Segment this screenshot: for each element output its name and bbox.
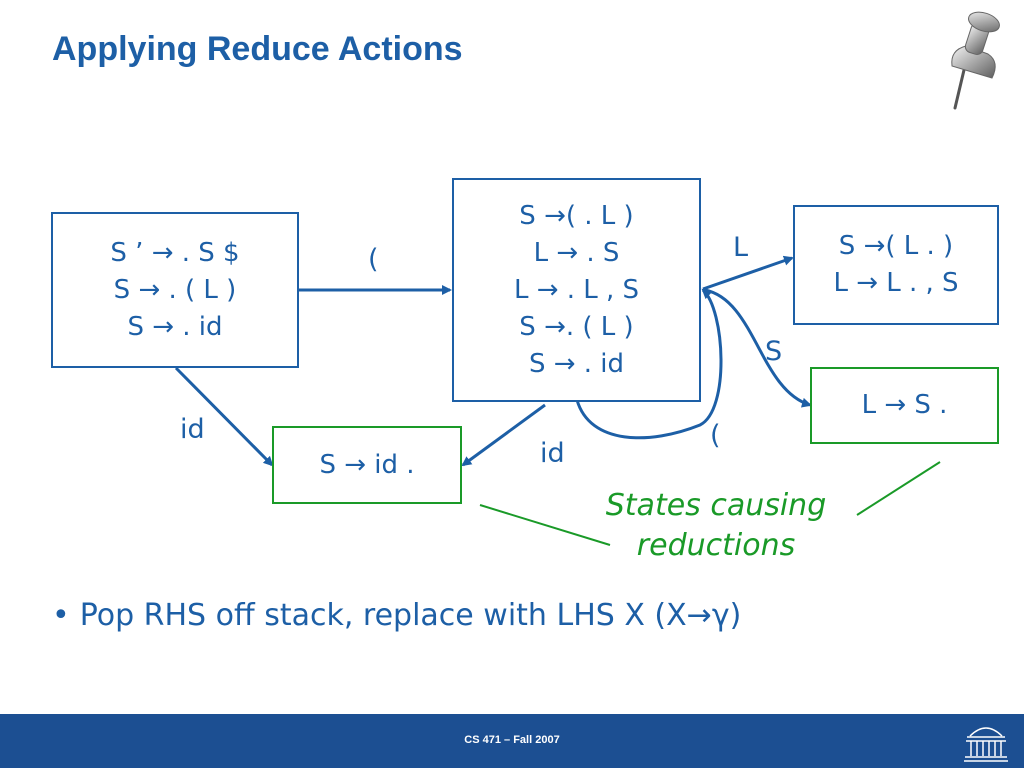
- state-s1-item: S →. ( L ): [519, 311, 634, 342]
- edge-label-s1-self: (: [710, 420, 721, 451]
- edge-s1-s3: [704, 288, 812, 408]
- state-s1-item: L → . S: [533, 237, 620, 268]
- state-s0: S ’ → . S $ S → . ( L ) S → . id: [51, 212, 299, 368]
- note-line: States causing: [605, 488, 827, 523]
- edge-s0-s4: [174, 366, 274, 467]
- edge-label-s0-s4: id: [180, 414, 205, 445]
- state-s0-item: S ’ → . S $: [110, 237, 240, 268]
- state-s2-item: S →( L . ): [838, 231, 954, 261]
- edge-s1-s4: [461, 403, 546, 467]
- bullet-text: Pop RHS off stack, replace with LHS X (X…: [79, 598, 742, 633]
- note-line: reductions: [636, 528, 796, 563]
- bullet-marker: •: [52, 598, 70, 633]
- state-s0-item: S → . ( L ): [113, 274, 237, 305]
- edge-label-s1-s2: L: [733, 232, 749, 263]
- state-s1: S →( . L ) L → . S L → . L , S S →. ( L …: [452, 178, 701, 402]
- state-s1-item: S → . id: [528, 348, 625, 379]
- pushpin-icon: [951, 11, 1000, 110]
- state-s3-item: L → S .: [861, 390, 948, 420]
- state-s4-item: S → id .: [319, 449, 415, 480]
- transition-arrows: [174, 255, 941, 546]
- state-s1-item: L → . L , S: [513, 274, 640, 305]
- edge-label-s0-s1: (: [368, 244, 379, 275]
- state-s1-item: S →( . L ): [519, 200, 634, 231]
- state-s0-item: S → . id: [127, 311, 223, 342]
- edge-label-s1-s3: S: [765, 336, 783, 367]
- callout-line-left: [479, 504, 611, 546]
- reduction-states-note: States causing reductions: [578, 486, 854, 566]
- rotunda-logo-icon: [964, 727, 1008, 762]
- footer-bar: CS 471 – Fall 2007: [0, 714, 1024, 768]
- slide-title: Applying Reduce Actions: [52, 30, 463, 68]
- edge-label-s1-s4: id: [540, 438, 565, 469]
- state-s4: S → id .: [272, 426, 462, 504]
- bullet-item: • Pop RHS off stack, replace with LHS X (…: [52, 598, 741, 633]
- state-s2: S →( L . ) L → L . , S: [793, 205, 999, 325]
- state-s3: L → S .: [810, 367, 999, 444]
- footer-text: CS 471 – Fall 2007: [464, 734, 560, 746]
- edge-s1-s2: [702, 255, 794, 291]
- edge-s1-self: [575, 288, 723, 440]
- callout-line-right: [856, 461, 941, 516]
- state-s2-item: L → L . , S: [833, 268, 959, 298]
